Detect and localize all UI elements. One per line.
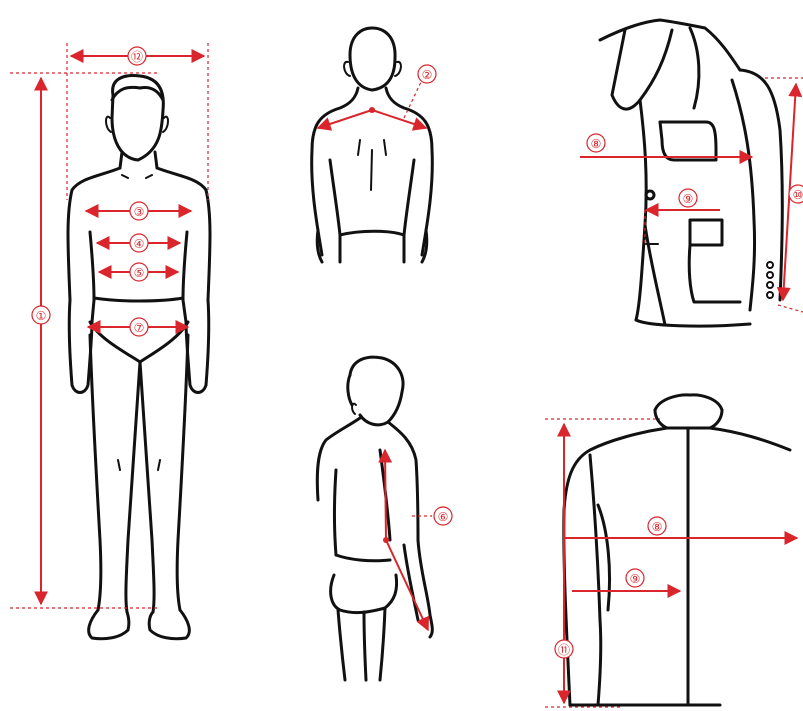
label-9b: ⑨	[630, 572, 641, 586]
back-shoulder-measurement: ②	[318, 65, 436, 128]
back-body-figure	[312, 28, 433, 262]
jacket-front-measurements: ⑧ ⑨ ⑩	[580, 78, 803, 312]
label-11: ⑪	[558, 643, 570, 657]
label-3: ③	[134, 205, 145, 219]
side-body-figure	[317, 357, 432, 680]
jacket-back-measurements: ⑪ ⑧ ⑨	[545, 419, 797, 707]
label-6: ⑥	[438, 510, 449, 524]
jacket-front-figure	[600, 20, 782, 326]
label-12: ⑫	[131, 50, 143, 64]
label-4: ④	[134, 237, 145, 251]
label-7: ⑦	[134, 321, 145, 335]
label-8b: ⑧	[652, 520, 663, 534]
label-10: ⑩	[793, 188, 803, 202]
jacket-back-figure	[564, 395, 790, 705]
front-body-figure	[68, 76, 210, 639]
label-9a: ⑨	[683, 192, 694, 206]
label-1: ①	[36, 309, 47, 323]
label-8a: ⑧	[591, 137, 602, 151]
label-2: ②	[422, 68, 433, 82]
label-5: ⑤	[134, 266, 145, 280]
